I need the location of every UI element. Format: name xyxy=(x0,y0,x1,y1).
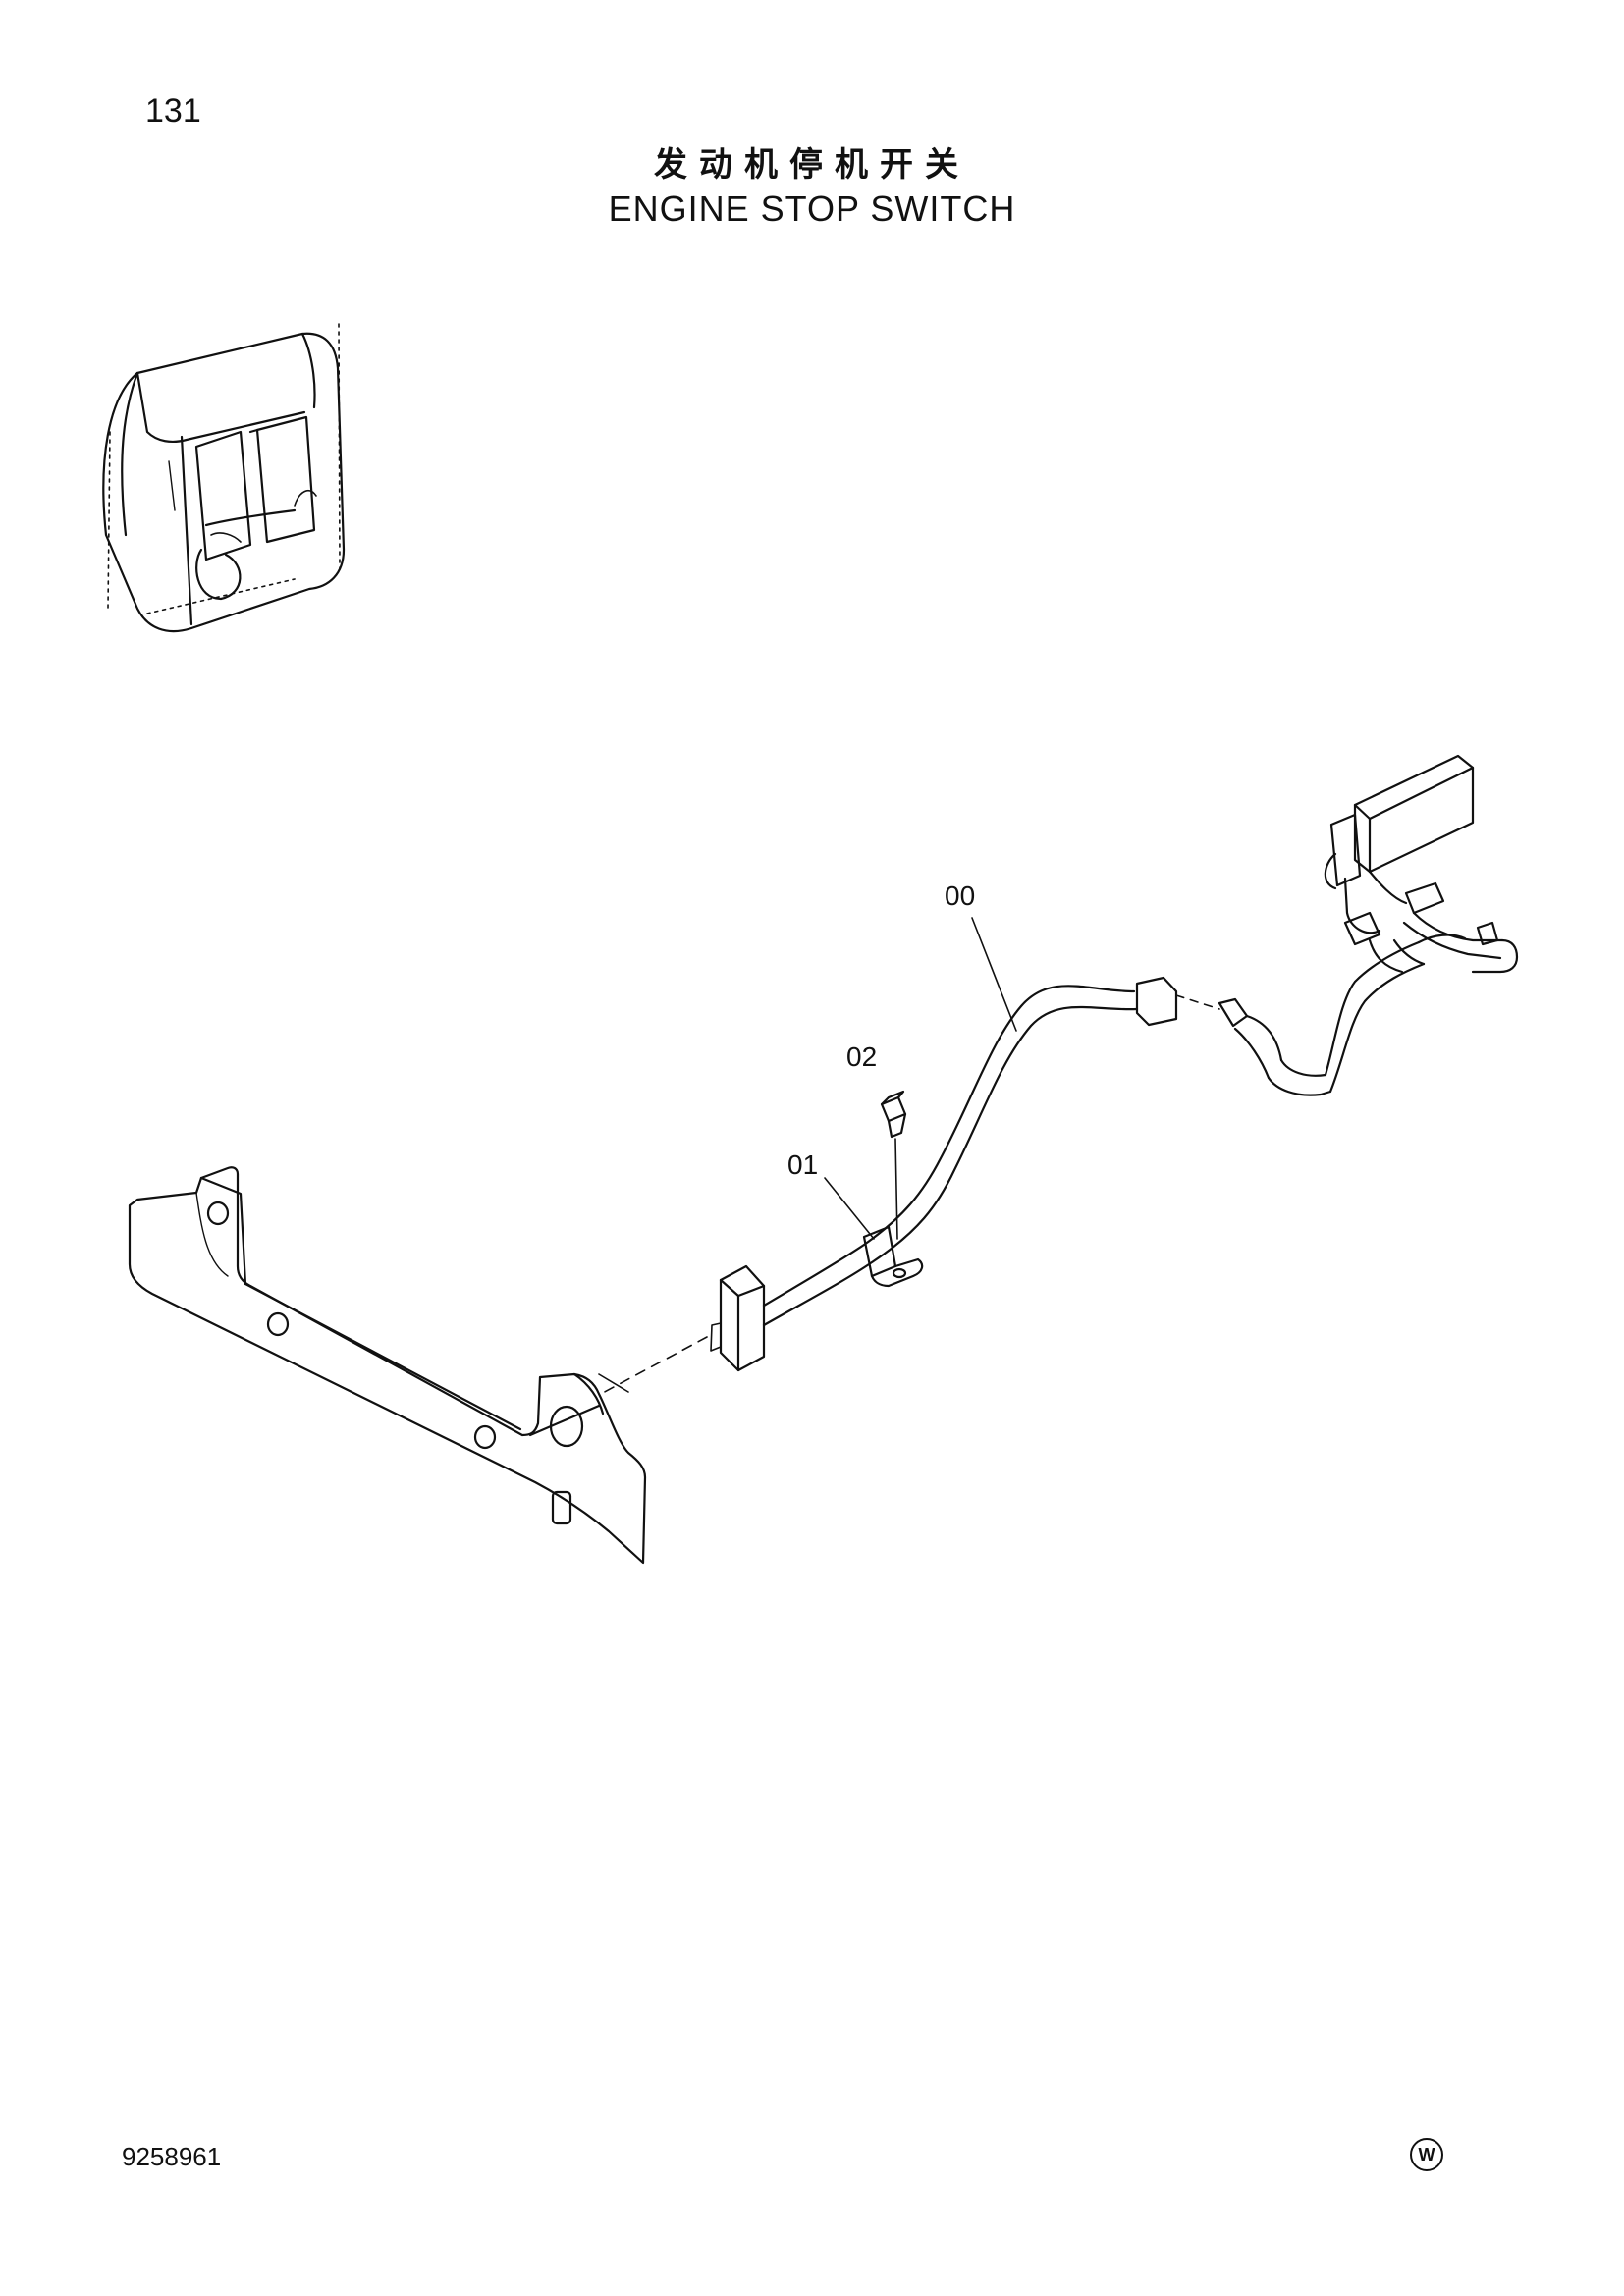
engine-stop-switch-connector xyxy=(600,1264,766,1395)
title-chinese: 发动机停机开关 xyxy=(654,145,970,185)
leader-01 xyxy=(824,1177,875,1240)
document-number: 9258961 xyxy=(122,2142,222,2171)
cable-clamp xyxy=(862,1225,924,1288)
publisher-mark: W xyxy=(1410,2138,1443,2171)
relay-block-cluster xyxy=(1324,754,1519,974)
leader-00 xyxy=(971,917,1017,1032)
title-english: ENGINE STOP SWITCH xyxy=(608,188,1016,229)
callout-02: 02 xyxy=(846,1041,877,1072)
wire-harness xyxy=(762,940,1426,1327)
callout-00: 00 xyxy=(945,881,975,911)
callout-01: 01 xyxy=(787,1149,818,1180)
page-number: 131 xyxy=(145,92,201,130)
bolt xyxy=(880,1090,907,1240)
cab-locator-view xyxy=(102,323,346,633)
console-panel xyxy=(128,1166,647,1565)
